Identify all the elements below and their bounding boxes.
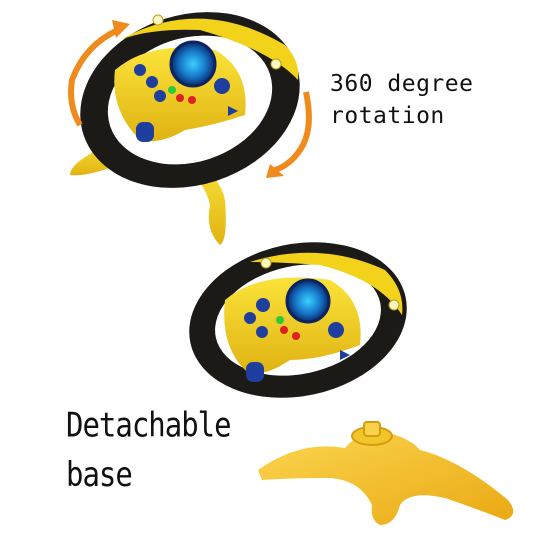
top-steering-wheel (68, 12, 312, 245)
rotation-caption: 360 degree rotation (330, 68, 473, 132)
rotation-arrow-icon-left (68, 27, 120, 127)
detachable-caption: Detachable base (66, 400, 232, 499)
detachable-caption-line-1: Detachable (66, 404, 232, 445)
top-key-knob (136, 122, 154, 142)
top-speedometer-dial (169, 40, 217, 88)
detachable-caption-line-2: base (66, 454, 133, 495)
bottom-key-knob (246, 362, 264, 382)
bottom-headlight-icon (260, 257, 272, 269)
top-wheel-yellow-arc (120, 18, 299, 80)
bottom-steering-wheel (189, 242, 407, 398)
bottom-speedometer-dial (285, 278, 331, 324)
rotation-caption-line-1: 360 degree (330, 71, 474, 97)
detachable-base (258, 421, 514, 525)
top-headlight-icon (152, 14, 164, 26)
rotation-caption-line-2: rotation (330, 103, 445, 129)
bottom-wheel-yellow-arc (250, 252, 403, 315)
rotation-arrow-icon-right (273, 91, 312, 173)
